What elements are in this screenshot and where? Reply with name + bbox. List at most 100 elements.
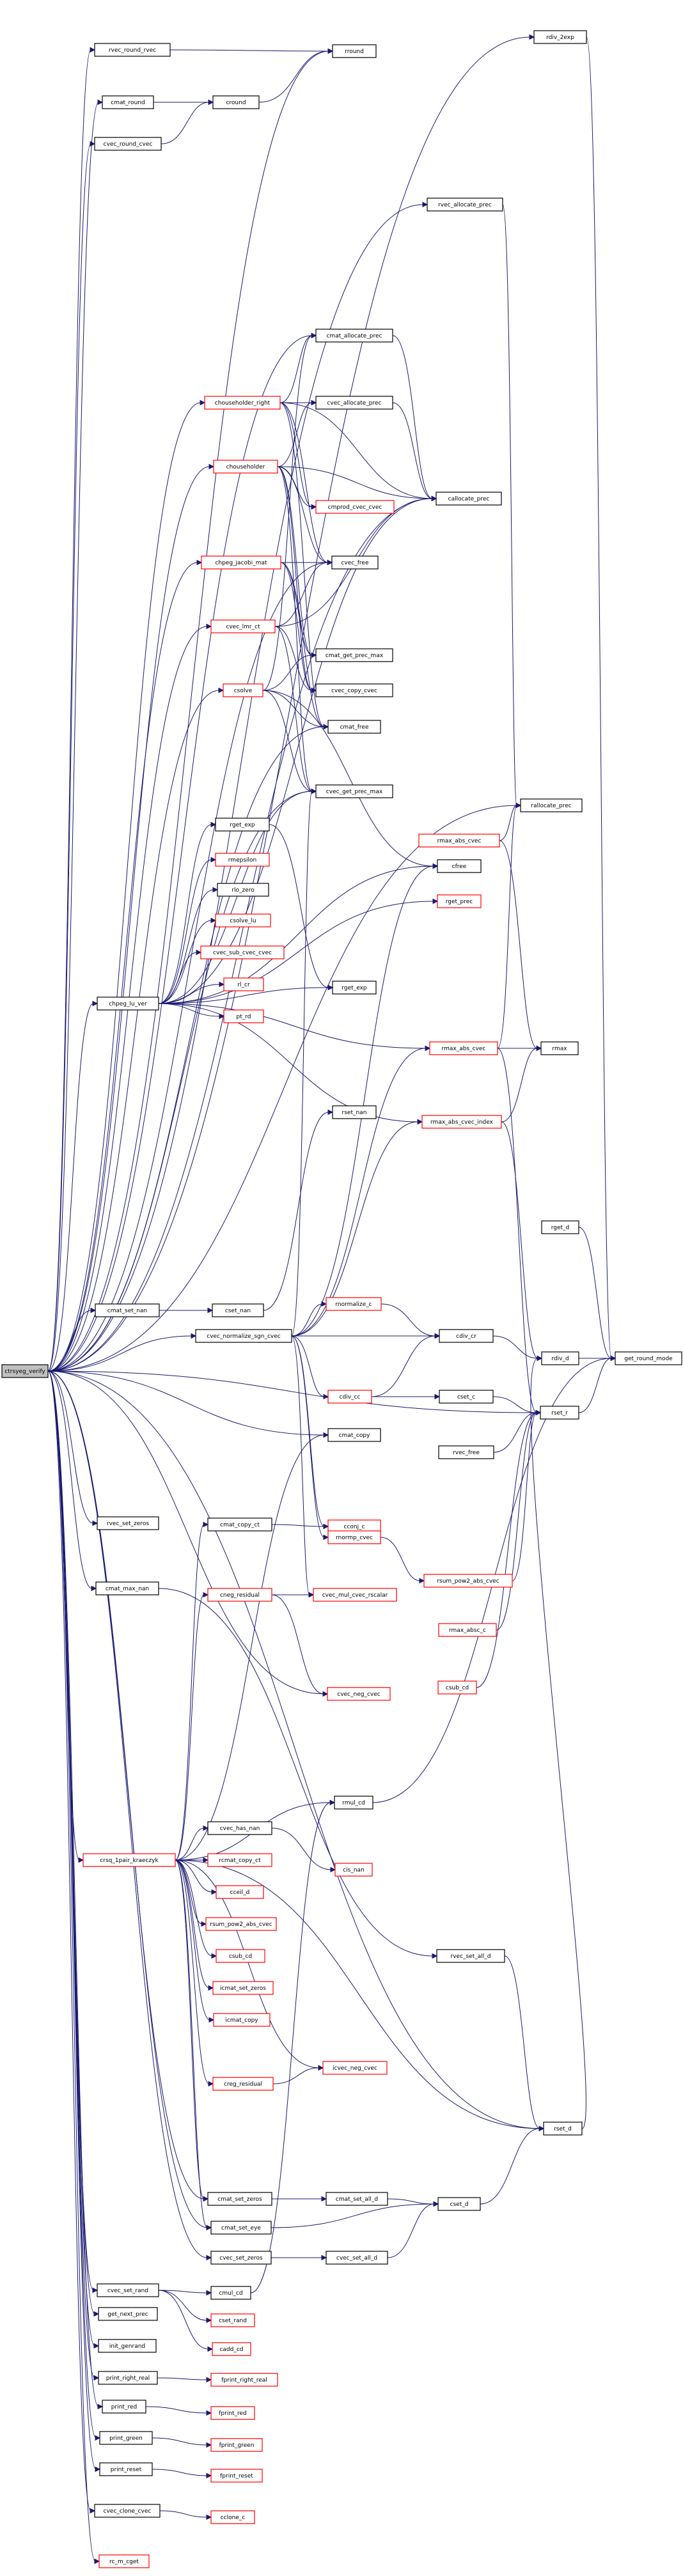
node-print-right-real[interactable]: print_right_real <box>98 2371 158 2385</box>
node-rnormalize-c[interactable]: rnormalize_c <box>326 1297 382 1311</box>
node-fprint-green[interactable]: fprint_green <box>210 2438 263 2452</box>
node-rmepsilon[interactable]: rmepsilon <box>215 853 270 867</box>
node-rmax-abs-cvec[interactable]: rmax_abs_cvec <box>429 1041 498 1055</box>
node-cclone-c[interactable]: cclone_c <box>210 2510 255 2524</box>
node-cset-c[interactable]: cset_c <box>439 1390 494 1404</box>
node-cvec-normalize-sgn-cvec[interactable]: cvec_normalize_sgn_cvec <box>195 1329 292 1343</box>
node-cround[interactable]: cround <box>212 95 260 109</box>
node-rget-d[interactable]: rget_d <box>541 1220 579 1234</box>
node-cvec-sub-cvec-cvec[interactable]: cvec_sub_cvec_cvec <box>200 945 285 959</box>
node-csub-cd[interactable]: csub_cd <box>437 1680 477 1695</box>
node-rmax[interactable]: rmax <box>540 1041 579 1055</box>
node-rround[interactable]: rround <box>332 44 377 58</box>
node-cmprod-cvec-cvec[interactable]: cmprod_cvec_cvec <box>315 500 395 514</box>
node-rmax-abs-cvec[interactable]: rmax_abs_cvec <box>418 834 500 848</box>
node-cvec-mul-cvec-rscalar[interactable]: cvec_mul_cvec_rscalar <box>313 1588 397 1602</box>
node-init-genrand[interactable]: init_genrand <box>98 2339 157 2353</box>
node-cvec-lmr-ct[interactable]: cvec_lmr_ct <box>210 619 276 633</box>
node-cmat-free[interactable]: cmat_free <box>327 720 381 734</box>
node-rmul-cd[interactable]: rmul_cd <box>334 1796 373 1810</box>
node-csolve[interactable]: csolve <box>223 683 263 697</box>
node-icmat-set-zeros[interactable]: icmat_set_zeros <box>212 1981 274 1995</box>
node-cmat-set-eye[interactable]: cmat_set_eye <box>210 2221 272 2235</box>
node-cset-d[interactable]: cset_d <box>437 2197 481 2211</box>
node-cmat-get-prec-max[interactable]: cmat_get_prec_max <box>315 648 393 662</box>
node-rget-exp[interactable]: rget_exp <box>332 981 377 995</box>
node-cfree[interactable]: cfree <box>437 859 482 873</box>
node-rallocate-prec[interactable]: rallocate_prec <box>520 798 583 812</box>
node-cvec-set-rand[interactable]: cvec_set_rand <box>97 2283 159 2297</box>
node-rset-r[interactable]: rset_r <box>540 1406 579 1420</box>
node-get-round-mode[interactable]: get_round_mode <box>615 1351 682 1365</box>
node-rsum-pow2-abs-cvec[interactable]: rsum_pow2_abs_cvec <box>205 1917 277 1931</box>
node-print-green[interactable]: print_green <box>99 2431 153 2445</box>
node-chouseholder[interactable]: chouseholder <box>213 460 278 474</box>
node-cvec-neg-cvec[interactable]: cvec_neg_cvec <box>327 1687 391 1701</box>
node-rset-nan[interactable]: rset_nan <box>332 1105 377 1119</box>
node-pt-rd[interactable]: pt_rd <box>223 1009 264 1023</box>
node-rget-prec[interactable]: rget_prec <box>437 894 482 908</box>
node-rdiv-2exp[interactable]: rdiv_2exp <box>533 30 587 44</box>
node-chouseholder-right[interactable]: chouseholder_right <box>204 396 281 410</box>
node-rcmat-copy-ct[interactable]: rcmat_copy_ct <box>207 1853 272 1867</box>
node-crsq-1pair-kraeczyk[interactable]: crsq_1pair_kraeczyk <box>82 1853 176 1867</box>
node-get-next-prec[interactable]: get_next_prec <box>98 2307 158 2321</box>
node-rc-m-cget[interactable]: rc_m_cget <box>98 2554 150 2568</box>
node-rlo-zero[interactable]: rlo_zero <box>217 883 269 897</box>
node-rvec-set-zeros[interactable]: rvec_set_zeros <box>97 1516 159 1530</box>
node-cvec-get-prec-max[interactable]: cvec_get_prec_max <box>315 784 393 798</box>
node-rdiv-d[interactable]: rdiv_d <box>541 1351 579 1365</box>
node-cvec-set-all-d[interactable]: cvec_set_all_d <box>326 2251 388 2265</box>
node-cvec-clone-cvec[interactable]: cvec_clone_cvec <box>94 2504 161 2518</box>
node-cmat-set-all-d[interactable]: cmat_set_all_d <box>326 2192 388 2206</box>
node-creg-residual[interactable]: creg_residual <box>212 2077 274 2091</box>
node-cvec-copy-cvec[interactable]: cvec_copy_cvec <box>315 683 393 697</box>
node-cmat-set-zeros[interactable]: cmat_set_zeros <box>207 2192 272 2206</box>
node-icvec-neg-cvec[interactable]: icvec_neg_cvec <box>322 2061 388 2075</box>
node-rl-cr[interactable]: rl_cr <box>223 977 264 991</box>
node-cmul-cd[interactable]: cmul_cd <box>210 2286 251 2300</box>
node-cceil-d[interactable]: cceil_d <box>216 1885 264 1899</box>
node-cmat-copy[interactable]: cmat_copy <box>327 1428 381 1442</box>
node-cadd-cd[interactable]: cadd_cd <box>212 2342 251 2356</box>
node-cmat-allocate-prec[interactable]: cmat_allocate_prec <box>315 329 393 343</box>
node-fprint-reset[interactable]: fprint_reset <box>210 2469 263 2483</box>
node-cvec-set-zeros[interactable]: cvec_set_zeros <box>210 2251 272 2265</box>
node-cvec-free[interactable]: cvec_free <box>331 555 379 570</box>
node-cis-nan[interactable]: cis_nan <box>334 1863 373 1877</box>
node-cvec-allocate-prec[interactable]: cvec_allocate_prec <box>315 396 393 410</box>
node-fprint-right-real[interactable]: fprint_right_real <box>210 2373 278 2387</box>
node-rvec-set-all-d[interactable]: rvec_set_all_d <box>436 1949 505 1963</box>
node-rget-exp[interactable]: rget_exp <box>215 818 270 832</box>
node-ctrsyeg-verify[interactable]: ctrsyeg_verify <box>1 1364 49 1378</box>
node-icmat-copy[interactable]: icmat_copy <box>213 2013 271 2027</box>
node-rmax-abs-cvec-index[interactable]: rmax_abs_cvec_index <box>421 1115 502 1129</box>
node-rnormp-cvec[interactable]: rnormp_cvec <box>327 1530 381 1544</box>
node-rmax-absc-c[interactable]: rmax_absc_c <box>438 1623 497 1637</box>
node-rvec-free[interactable]: rvec_free <box>438 1445 494 1459</box>
node-chpeg-jacobi-mat[interactable]: chpeg_jacobi_mat <box>201 555 281 570</box>
node-rvec-allocate-prec[interactable]: rvec_allocate_prec <box>427 198 503 212</box>
node-cmat-max-nan[interactable]: cmat_max_nan <box>95 1581 159 1595</box>
node-cneg-residual[interactable]: cneg_residual <box>207 1588 272 1602</box>
node-cvec-has-nan[interactable]: cvec_has_nan <box>207 1821 272 1835</box>
node-print-reset[interactable]: print_reset <box>99 2462 153 2476</box>
node-rvec-round-rvec[interactable]: rvec_round_rvec <box>94 43 171 57</box>
call-edge <box>271 1594 329 1697</box>
node-csolve-lu[interactable]: csolve_lu <box>215 913 271 927</box>
node-callocate-prec[interactable]: callocate_prec <box>436 492 502 506</box>
node-rsum-pow2-abs-cvec[interactable]: rsum_pow2_abs_cvec <box>423 1574 513 1588</box>
node-cmat-set-nan[interactable]: cmat_set_nan <box>95 1303 160 1317</box>
node-cset-rand[interactable]: cset_rand <box>210 2313 255 2327</box>
node-cdiv-cr[interactable]: cdiv_cr <box>439 1329 494 1343</box>
node-print-red[interactable]: print_red <box>102 2400 146 2414</box>
node-cmat-round[interactable]: cmat_round <box>102 95 154 109</box>
node-cvec-round-cvec[interactable]: cvec_round_cvec <box>94 137 162 151</box>
node-cmat-copy-ct[interactable]: cmat_copy_ct <box>207 1517 272 1532</box>
node-cset-nan[interactable]: cset_nan <box>212 1303 264 1317</box>
node-chpeg-lu-ver[interactable]: chpeg_lu_ver <box>97 997 159 1011</box>
node-fprint-red[interactable]: fprint_red <box>210 2406 255 2420</box>
node-rset-d[interactable]: rset_d <box>543 2122 583 2136</box>
node-cdiv-cc[interactable]: cdiv_cc <box>327 1390 372 1404</box>
node-csub-cd[interactable]: csub_cd <box>216 1949 265 1963</box>
